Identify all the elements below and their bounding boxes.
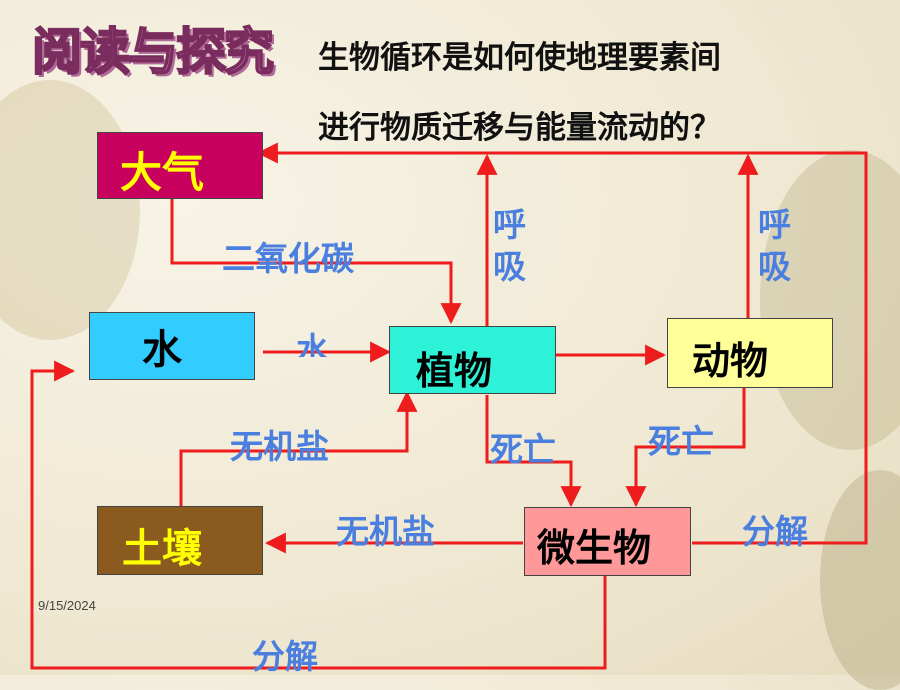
- question-line-2: 进行物质迁移与能量流动的？: [318, 110, 721, 146]
- page-title-art: 阅读与探究: [31, 21, 275, 82]
- question-line-1: 生物循环是如何使地理要素间: [318, 40, 721, 76]
- arrow-minerals-to-plants: [179, 390, 418, 506]
- label-decompose-right: 分解: [742, 512, 808, 551]
- node-water-label: 水: [142, 327, 182, 373]
- node-plants-label: 植物: [416, 348, 493, 393]
- node-soil-label: 土壤: [122, 525, 202, 572]
- flow-arrows: [30, 142, 868, 670]
- label-respiration-plants: 呼吸: [493, 205, 526, 286]
- label-respiration-animals: 呼吸: [758, 205, 791, 286]
- node-plants: 植物: [389, 326, 556, 394]
- arrow-plants-death: [485, 395, 582, 508]
- background-decoration: [760, 150, 900, 450]
- label-death-animals: 死亡: [648, 422, 714, 461]
- node-microbes-label: 微生物: [537, 526, 652, 570]
- node-animals-label: 动物: [692, 338, 769, 383]
- node-water: 水: [89, 312, 255, 380]
- label-minerals-to-plants: 无机盐: [230, 427, 329, 466]
- node-animals: 动物: [667, 318, 833, 388]
- background-decoration: [0, 80, 140, 340]
- arrow-decompose-to-water: [30, 360, 607, 670]
- node-atmosphere-label: 大气: [120, 148, 205, 197]
- slide-date: 9/15/2024: [38, 598, 96, 613]
- arrow-animals-death: [625, 388, 746, 508]
- label-co2: 二氧化碳: [222, 239, 354, 278]
- label-death-plants: 死亡: [490, 430, 556, 469]
- node-microbes: 微生物: [524, 507, 691, 576]
- node-soil: 土壤: [97, 506, 263, 575]
- label-minerals-to-soil: 无机盐: [336, 512, 435, 551]
- node-atmosphere: 大气: [97, 132, 263, 199]
- label-water-flow: 水: [296, 330, 329, 357]
- label-decompose-bottom: 分解: [252, 637, 318, 676]
- arrow-co2: [170, 198, 462, 325]
- arrow-decompose-to-atmosphere: [256, 142, 868, 545]
